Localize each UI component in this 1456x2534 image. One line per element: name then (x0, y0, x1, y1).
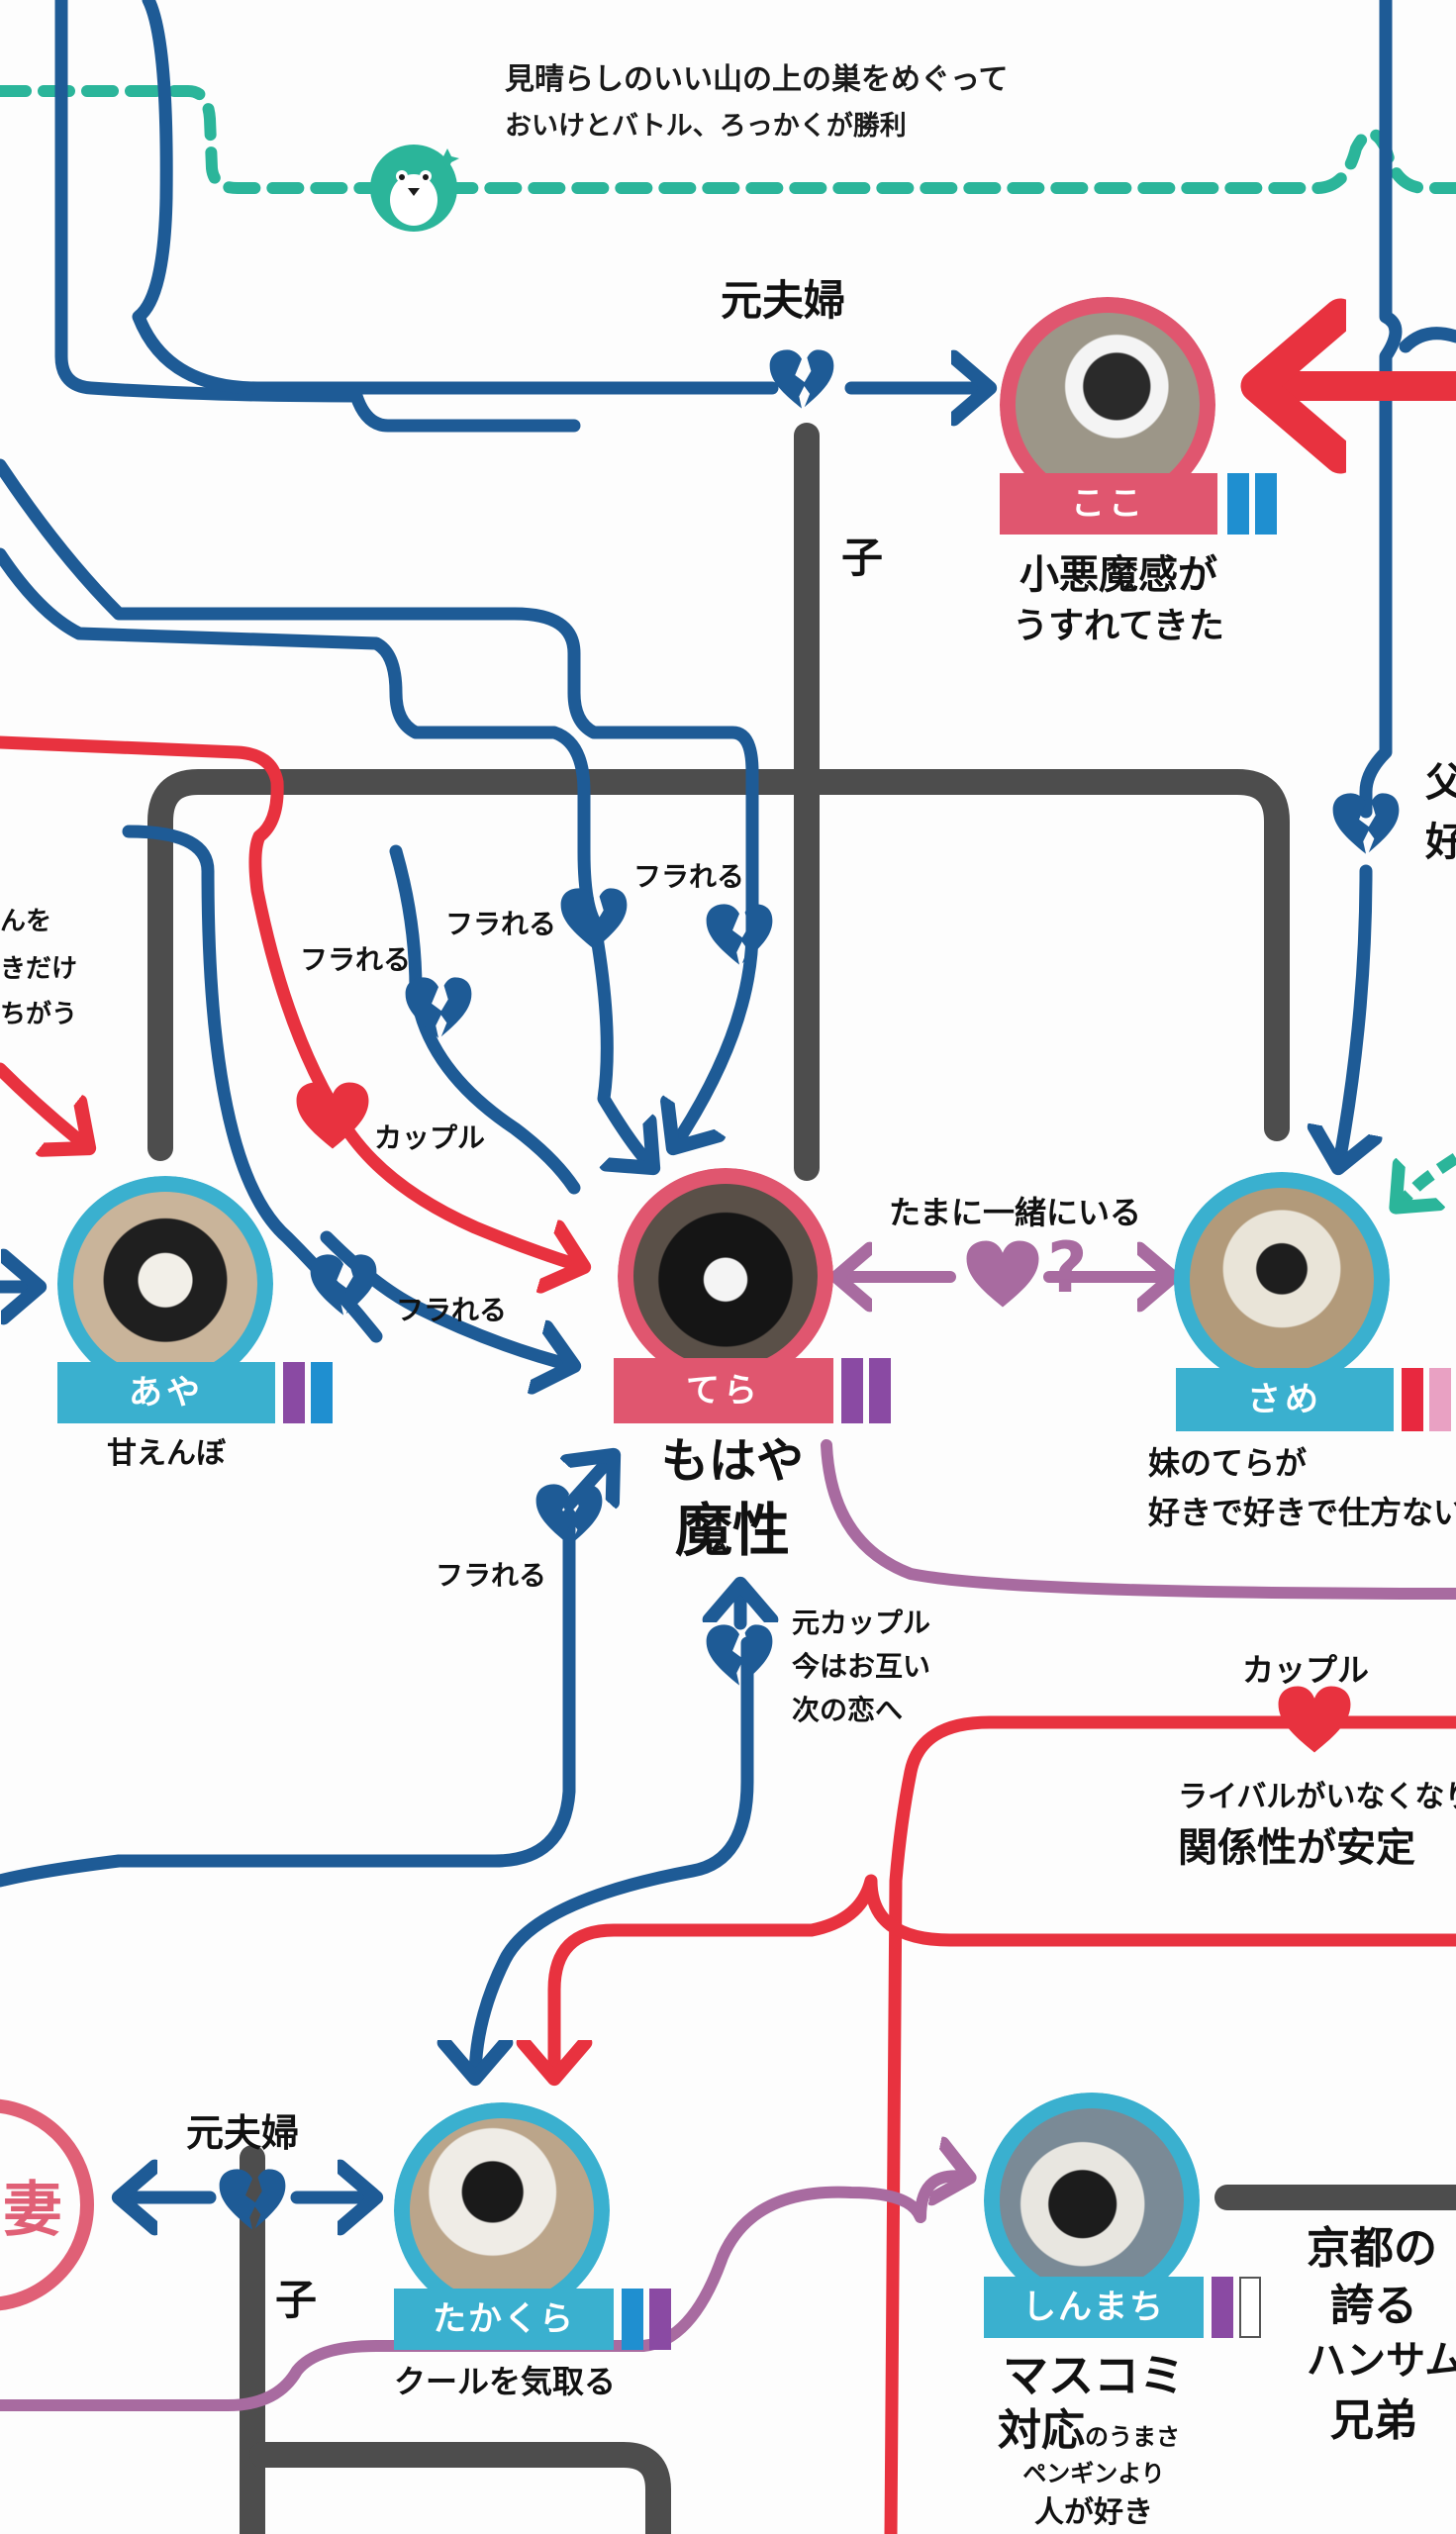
aya-tag-1 (283, 1362, 305, 1423)
left-partial-line2: きだけ (0, 954, 78, 984)
ex-couple-line3: 次の恋へ (792, 1694, 904, 1726)
penguin-photo-tera (618, 1168, 833, 1384)
takakura-tag-2 (649, 2289, 671, 2350)
right-partial-fa: 父 (1425, 760, 1456, 806)
koko-desc-line1: 小悪魔感が (1019, 552, 1217, 598)
child-label-bottom: 子 (275, 2276, 318, 2324)
shinmachi-desc-line3: ペンギンより (1022, 2460, 1165, 2487)
shinmachi-desc-line2-main: 対応 (998, 2405, 1085, 2456)
rival-note-line1: ライバルがいなくなり (1178, 1780, 1456, 1814)
broken-heart-icon (769, 349, 834, 409)
aya-desc: 甘えんぼ (107, 1436, 226, 1471)
purple-lines (0, 1277, 1456, 2411)
former-couple-bottom-label: 元夫婦 (186, 2111, 300, 2155)
child-label-top: 子 (841, 534, 884, 582)
wife-label: 妻 (3, 2176, 62, 2245)
top-note-line1: 見晴らしのいい山の上の巣をめぐって (505, 62, 1009, 97)
ex-couple-line2: 今はお互い (792, 1650, 931, 1683)
penguin-photo-same (1174, 1172, 1390, 1388)
ex-couple-line1: 元カップル (792, 1607, 931, 1639)
shinmachi-desc-line4: 人が好き (1034, 2495, 1153, 2530)
penguin-name-koko: ここ (1000, 473, 1217, 535)
koko-tag-1 (1227, 473, 1249, 535)
same-desc-line2: 好きで好きで仕方ない (1148, 1494, 1456, 1531)
teal-arrow-same (1396, 1152, 1456, 1208)
aya-tag-2 (311, 1362, 333, 1423)
question-mark: ? (1047, 1227, 1088, 1309)
heart-icon (966, 1240, 1039, 1308)
broken-heart-icon (310, 1254, 377, 1316)
kyoto-line2: 誇る (1330, 2281, 1417, 2331)
tera-tag-1 (841, 1358, 863, 1423)
gray-family-lines (147, 423, 1456, 2534)
penguin-name-tera: てら (614, 1358, 833, 1423)
tera-desc-line2: 魔性 (674, 1497, 790, 1564)
dumped-label: フラれる (300, 943, 412, 976)
shinmachi-desc-line1: マスコミ (1003, 2349, 1185, 2402)
sometimes-together-label: たまに一緒にいる (889, 1194, 1142, 1231)
heart-icon (1278, 1686, 1351, 1753)
dumped-label: フラれる (396, 1294, 508, 1326)
penguin-photo-shinmachi (984, 2093, 1200, 2308)
broken-heart-icon (219, 2169, 286, 2230)
penguin-photo-takakura (394, 2102, 610, 2318)
penguin-badge-icon (370, 145, 459, 232)
penguin-name-takakura: たかくら (394, 2289, 614, 2350)
heart-icon (296, 1082, 369, 1149)
kyoto-line4: 兄弟 (1330, 2395, 1417, 2446)
couple-label-right: カップル (1242, 1651, 1370, 1689)
rival-note-line2: 関係性が安定 (1178, 1825, 1415, 1871)
tera-desc-line1: もはや (660, 1433, 804, 1489)
former-couple-label: 元夫婦 (721, 276, 846, 325)
dumped-label: フラれる (436, 1559, 547, 1592)
takakura-tag-1 (622, 2289, 643, 2350)
penguin-name-shinmachi: しんまち (984, 2277, 1204, 2338)
koko-tag-2 (1255, 473, 1277, 535)
dumped-label: フラれる (633, 860, 745, 893)
left-partial-line3: ちがう (0, 1000, 78, 1029)
takakura-desc: クールを気取る (393, 2363, 616, 2400)
broken-heart-icon (1332, 793, 1400, 854)
broken-heart-icon (706, 1624, 773, 1686)
shinmachi-desc-line2-small: のうまさ (1085, 2423, 1180, 2451)
dumped-label: フラれる (445, 908, 557, 940)
broken-heart-icon (706, 904, 773, 965)
right-partial-ko: 好 (1425, 820, 1456, 865)
shinmachi-tag-1 (1212, 2277, 1233, 2338)
shinmachi-desc-line2: 対応のうまさ (950, 2403, 1227, 2458)
broken-heart-icon (535, 1484, 603, 1545)
kyoto-line1: 京都の (1307, 2223, 1437, 2274)
shinmachi-tag-2 (1239, 2277, 1261, 2338)
couple-label: カップル (374, 1121, 486, 1154)
kyoto-line3: ハンサム (1307, 2338, 1456, 2384)
tera-tag-2 (869, 1358, 891, 1423)
penguin-name-aya: あや (57, 1362, 275, 1423)
broken-heart-icon (560, 888, 628, 949)
koko-desc-line2: うすれてきた (1013, 606, 1224, 646)
penguin-name-same: さめ (1176, 1368, 1394, 1431)
same-desc-line1: 妹のてらが (1148, 1444, 1308, 1482)
top-note-line2: おいけとバトル、ろっかくが勝利 (505, 111, 907, 142)
broken-heart-icon (405, 977, 472, 1038)
penguin-photo-aya (57, 1176, 273, 1392)
red-lines (0, 735, 1456, 2534)
left-partial-line1: んを (0, 907, 52, 936)
same-tag-1 (1402, 1368, 1423, 1431)
same-tag-2 (1429, 1368, 1451, 1431)
